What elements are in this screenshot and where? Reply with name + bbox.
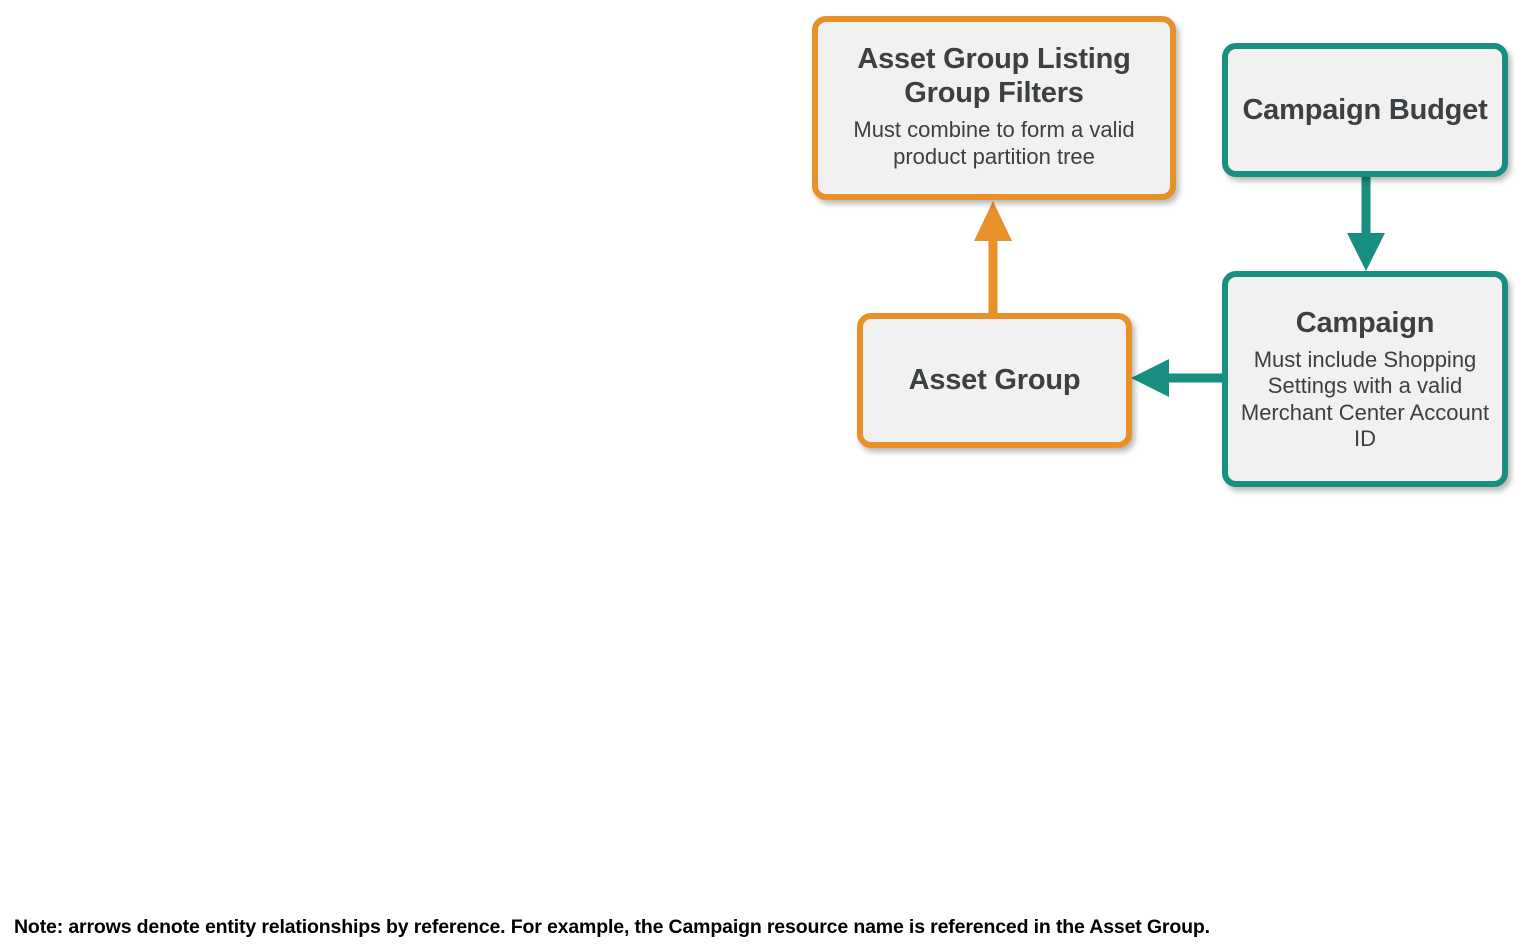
- arrow-campaign-to-asset-group: [1131, 359, 1225, 397]
- node-title: Asset Group: [908, 364, 1081, 397]
- arrow-asset-group-to-listing-group-filters: [974, 201, 1012, 313]
- node-asset-group-listing-group-filters[interactable]: Asset Group Listing Group Filters Must c…: [812, 16, 1176, 200]
- node-subtitle: Must include Shopping Settings with a va…: [1240, 346, 1490, 451]
- node-subtitle: Must combine to form a valid product par…: [853, 117, 1135, 169]
- arrow-campaign-budget-to-campaign: [1347, 177, 1385, 271]
- node-campaign[interactable]: Campaign Must include Shopping Settings …: [1222, 271, 1508, 487]
- node-title: Campaign Budget: [1242, 93, 1488, 126]
- node-asset-group[interactable]: Asset Group: [857, 313, 1132, 448]
- node-title: Asset Group Listing Group Filters: [857, 42, 1131, 110]
- diagram-note: Note: arrows denote entity relationships…: [14, 916, 1210, 938]
- node-title: Campaign: [1295, 306, 1435, 339]
- node-campaign-budget[interactable]: Campaign Budget: [1222, 43, 1508, 177]
